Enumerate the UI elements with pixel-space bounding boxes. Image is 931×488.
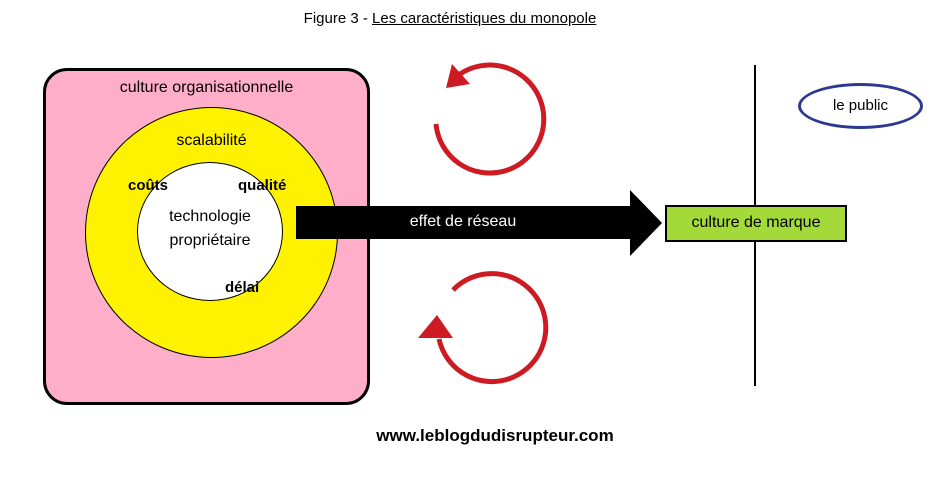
website-url: www.leblogdudisrupteur.com xyxy=(376,426,614,445)
effet-de-reseau-arrowhead-icon xyxy=(630,190,662,256)
cycle-arrow-bottom-icon xyxy=(418,271,549,385)
couts-label: coûts xyxy=(128,177,169,194)
culture-de-marque-box: culture de marque xyxy=(665,205,847,242)
effet-de-reseau-arrow xyxy=(296,206,630,239)
figure-title-main: Les caractéristiques du monopole xyxy=(372,10,597,27)
technologie-proprietaire-circle xyxy=(137,162,283,301)
cycle-arrow-top-icon xyxy=(433,62,547,176)
delai-label: délai xyxy=(225,279,260,296)
le-public-ellipse: le public xyxy=(798,83,923,129)
scalabilite-label: scalabilité xyxy=(176,132,247,149)
qualite-label: qualité xyxy=(238,177,287,194)
figure-title: Figure 3 - Les caractéristiques du monop… xyxy=(0,10,900,27)
technologie-proprietaire-label: technologie propriétaire xyxy=(169,208,251,249)
effet-de-reseau-label: effet de réseau xyxy=(409,213,517,230)
culture-organisationnelle-label: culture organisationnelle xyxy=(119,79,294,96)
figure-title-prefix: Figure 3 - xyxy=(303,10,373,27)
